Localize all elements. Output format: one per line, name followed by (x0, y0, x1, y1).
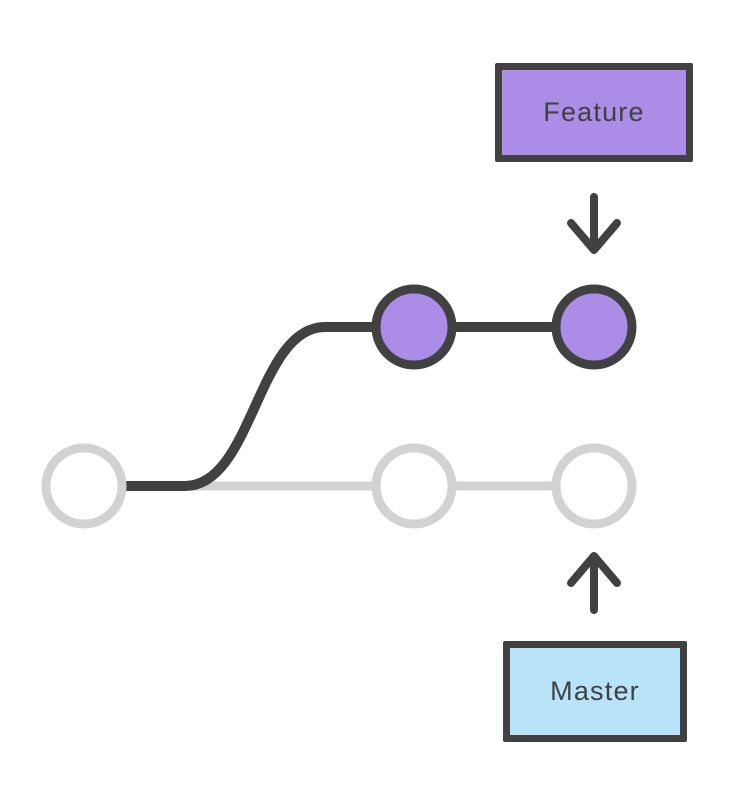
master-commit-node-1 (41, 443, 127, 529)
master-branch-label: Master (503, 641, 687, 742)
feature-commit-node-1 (371, 284, 457, 370)
feature-branch-line (84, 322, 594, 491)
master-commit-node-2 (371, 443, 457, 529)
feature-branch-label: Feature (495, 63, 693, 162)
master-commit-node-3 (551, 443, 637, 529)
arrow-down-icon (567, 193, 621, 254)
arrow-up-icon (567, 552, 621, 614)
master-branch-label-text: Master (550, 676, 640, 706)
feature-commit-node-2 (551, 284, 637, 370)
feature-branch-label-text: Feature (543, 97, 645, 127)
